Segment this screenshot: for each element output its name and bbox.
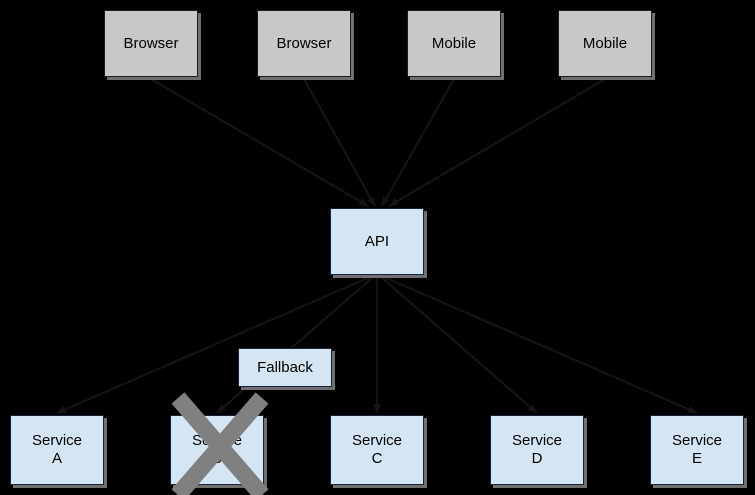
node-api[interactable]: API: [330, 208, 424, 275]
node-serviceB[interactable]: Service B: [170, 415, 264, 485]
node-serviceC[interactable]: Service C: [330, 415, 424, 485]
node-browser2[interactable]: Browser: [257, 10, 351, 77]
edge-browser2-api: [303, 78, 376, 207]
edge-browser1-api: [150, 78, 369, 207]
node-fallback[interactable]: Fallback: [238, 348, 332, 387]
node-mobile1[interactable]: Mobile: [407, 10, 501, 77]
node-serviceD[interactable]: Service D: [490, 415, 584, 485]
edge-mobile1-api: [381, 78, 455, 207]
edge-api-serviceE: [383, 275, 698, 415]
node-mobile2[interactable]: Mobile: [558, 10, 652, 77]
node-browser1[interactable]: Browser: [104, 10, 198, 77]
node-serviceA[interactable]: Service A: [10, 415, 104, 485]
edge-api-serviceD: [380, 276, 538, 414]
node-serviceE[interactable]: Service E: [650, 415, 744, 485]
edge-mobile2-api: [388, 78, 606, 207]
edge-api-serviceB: [216, 276, 374, 414]
edge-api-serviceA: [56, 275, 371, 415]
